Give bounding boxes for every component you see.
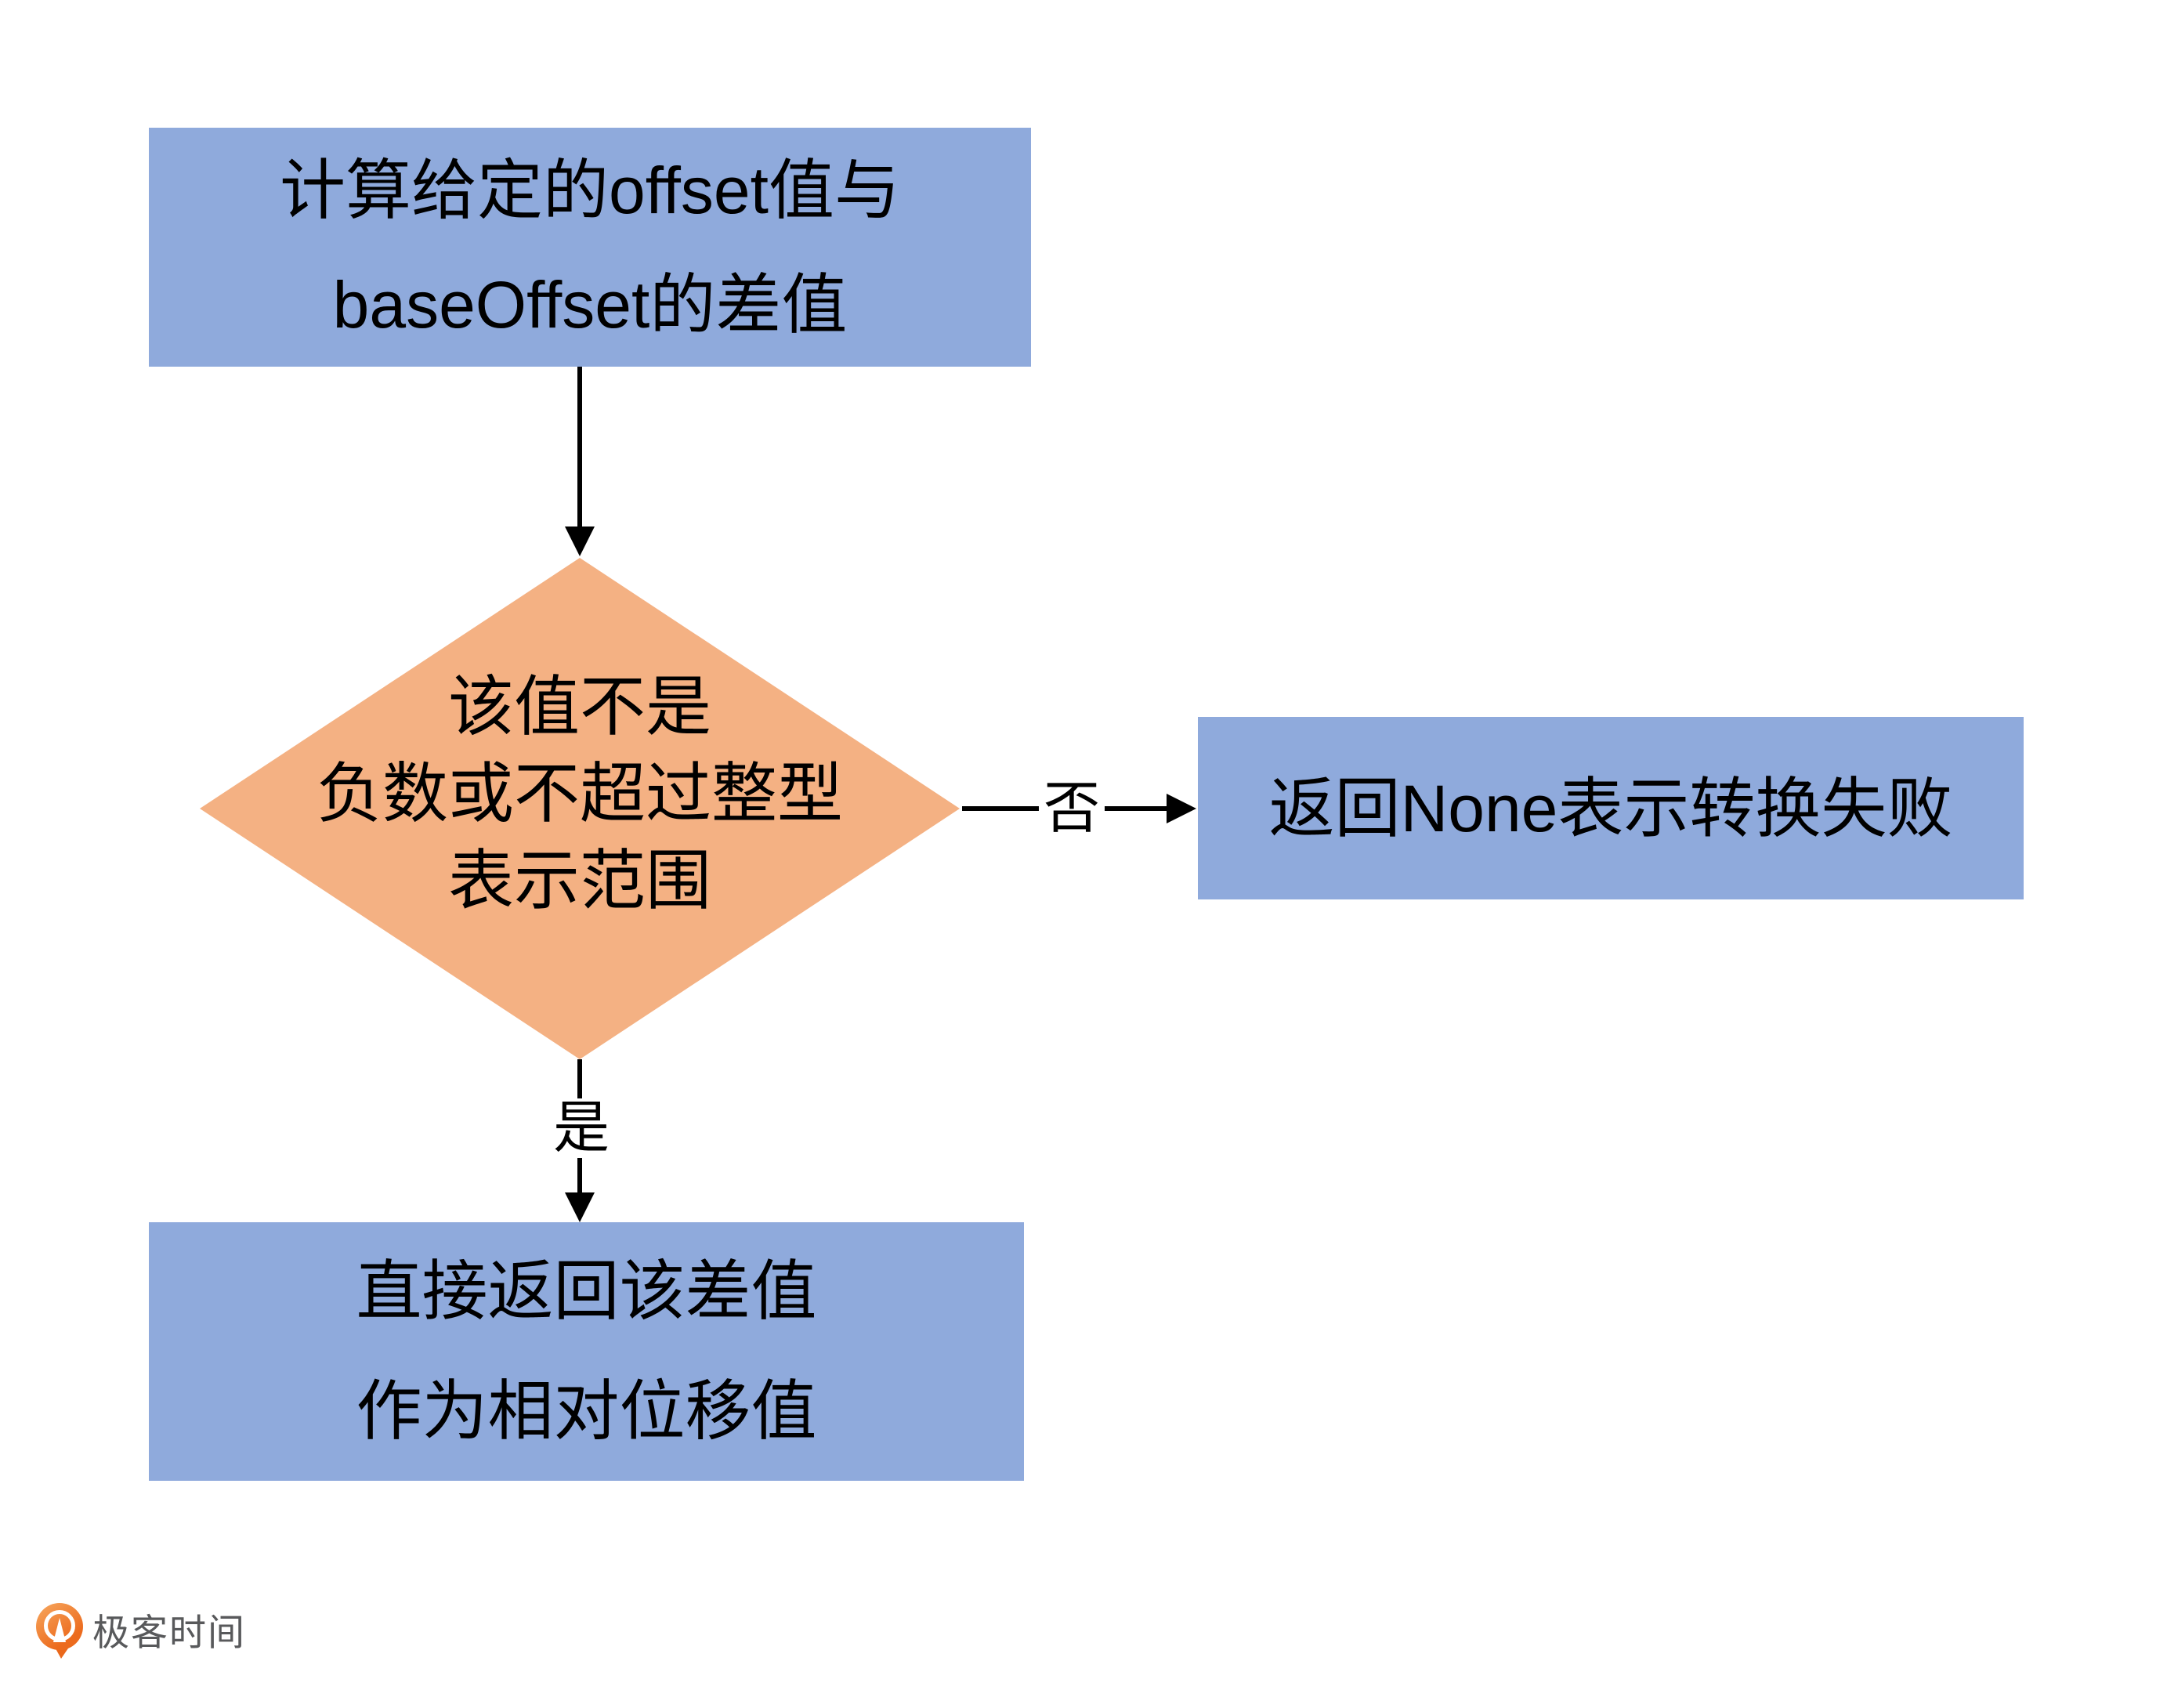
geektime-logo-icon [36,1603,83,1663]
edge-start-to-decision [577,367,582,528]
edge-label-yes: 是 [548,1098,615,1158]
decision-label: 该值不是 负数或不超过整型 表示范围 [316,670,843,917]
brand-footer: 极客时间 [36,1603,246,1663]
flow-node-start: 计算给定的offset值与 baseOffset的差值 [149,128,1031,367]
arrowhead-down-icon [565,527,595,556]
flow-node-decision: 该值不是 负数或不超过整型 表示范围 [200,558,960,1059]
flow-node-fail: 返回None表示转换失败 [1198,717,2024,899]
edge-label-no: 否 [1038,779,1105,838]
brand-name: 极客时间 [92,1612,246,1653]
flow-node-success: 直接返回该差值 作为相对位移值 [149,1222,1024,1481]
logo-needle [53,1618,66,1642]
arrowhead-down-icon [565,1192,595,1222]
arrowhead-right-icon [1167,794,1196,823]
